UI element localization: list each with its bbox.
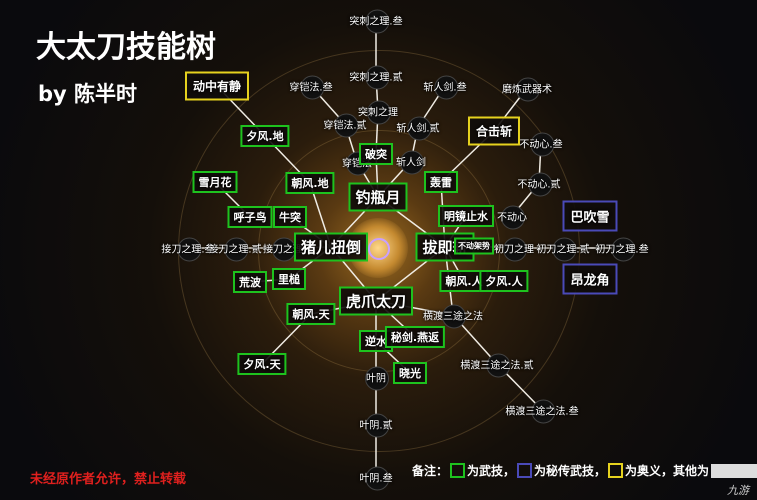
skill-node-budong3: 不动心.叁: [519, 132, 563, 156]
skill-node-jiedao1: 接刀之理: [263, 237, 303, 261]
skill-node-chuan2: 穿铠法.贰: [323, 113, 367, 137]
blue-swatch: [517, 463, 533, 478]
author-credit: by 陈半时: [38, 82, 138, 106]
redacted-mask: [711, 463, 757, 478]
skill-node-lichui: 里槌: [272, 268, 306, 290]
skill-node-jiedao2: 接刀之理.贰: [208, 237, 262, 261]
skill-node-diaoping: 钓瓶月: [348, 182, 408, 212]
skill-node-hengdu2: 横渡三途之法.贰: [460, 353, 534, 377]
skill-node-molian: 磨炼武器术: [502, 77, 552, 101]
copyright-warning: 未经原作者允许，禁止转载: [30, 472, 187, 487]
skill-node-hengdu3: 横渡三途之法.叁: [505, 399, 579, 423]
skill-node-zhan3: 斩人剑.叁: [423, 75, 467, 99]
skill-node-tuci3: 突刺之理.叁: [349, 9, 403, 33]
skill-node-xifengren: 夕风.人: [479, 270, 529, 292]
green-swatch: [450, 463, 466, 478]
skill-node-chudao1: 初刀之理: [494, 237, 534, 261]
skill-node-huzi: 呼子鸟: [227, 206, 273, 228]
skill-node-tuci1: 突刺之理: [358, 100, 398, 124]
skill-node-tuci2: 突刺之理.贰: [349, 65, 403, 89]
skill-node-chaofengren: 朝风.人: [439, 270, 489, 292]
skill-node-mingjing: 明镜止水: [438, 205, 494, 227]
legend-blue-label: 为秘传武技，: [534, 464, 607, 478]
skill-node-hengdu1: 横渡三途之法: [423, 304, 483, 328]
skill-node-xifengdi: 夕风.地: [240, 125, 290, 147]
skill-node-zhan1: 斩人剑: [396, 150, 426, 174]
legend-green-label: 为武技，: [467, 464, 516, 478]
skill-node-bachuixue: 巴吹雪: [562, 200, 618, 232]
skill-node-zhan2: 斩人剑.贰: [396, 116, 440, 140]
skill-node-jiedao3: 接刀之理.叁: [161, 237, 215, 261]
skill-node-xiaoguang: 晓光: [393, 362, 427, 384]
skill-node-dongzhong: 动中有静: [184, 71, 250, 101]
skill-node-yeyin2: 叶阴.贰: [359, 413, 393, 437]
skill-node-huzhua: 虎爪太刀: [338, 286, 414, 316]
skill-node-xueyue: 雪月花: [192, 171, 238, 193]
yellow-swatch: [608, 463, 624, 478]
skill-node-chaofengtian: 朝风.天: [286, 303, 336, 325]
skill-node-chudao3: 初刀之理.叁: [595, 237, 649, 261]
skill-node-budongjia: 不动架势: [454, 237, 494, 255]
watermark-logo: 九游: [727, 484, 749, 497]
skill-node-budong1: 不动心: [497, 205, 527, 229]
legend-yellow-label: 为奥义，其他为: [625, 464, 710, 478]
skill-node-yeyin3: 叶阴.叁: [359, 466, 393, 490]
skill-node-budong2: 不动心.贰: [517, 172, 561, 196]
skill-node-chuan3: 穿铠法.叁: [289, 75, 333, 99]
skill-node-xifengtian: 夕风.天: [237, 353, 287, 375]
skill-node-heji: 合击斩: [467, 116, 521, 146]
legend: 备注： 为武技， 为秘传武技， 为奥义，其他为: [412, 462, 757, 479]
skill-node-yeyin1: 叶阴: [365, 366, 389, 390]
skill-node-yanfan: 秘剑.燕返: [384, 326, 446, 348]
skill-node-huangbo: 荒波: [233, 271, 267, 293]
skill-node-chaofengdi: 朝风.地: [285, 172, 335, 194]
skill-node-anglong: 昂龙角: [562, 263, 618, 295]
legend-prefix: 备注：: [412, 464, 449, 478]
skill-node-chudao2: 初刀之理.贰: [536, 237, 590, 261]
skill-node-honglei: 轰雷: [424, 171, 458, 193]
skill-node-zhuer: 猪儿扭倒: [293, 232, 369, 262]
page-title: 大太刀技能树: [36, 30, 216, 65]
skill-node-niutu: 牛突: [273, 206, 307, 228]
skill-node-potu: 破突: [359, 143, 393, 165]
